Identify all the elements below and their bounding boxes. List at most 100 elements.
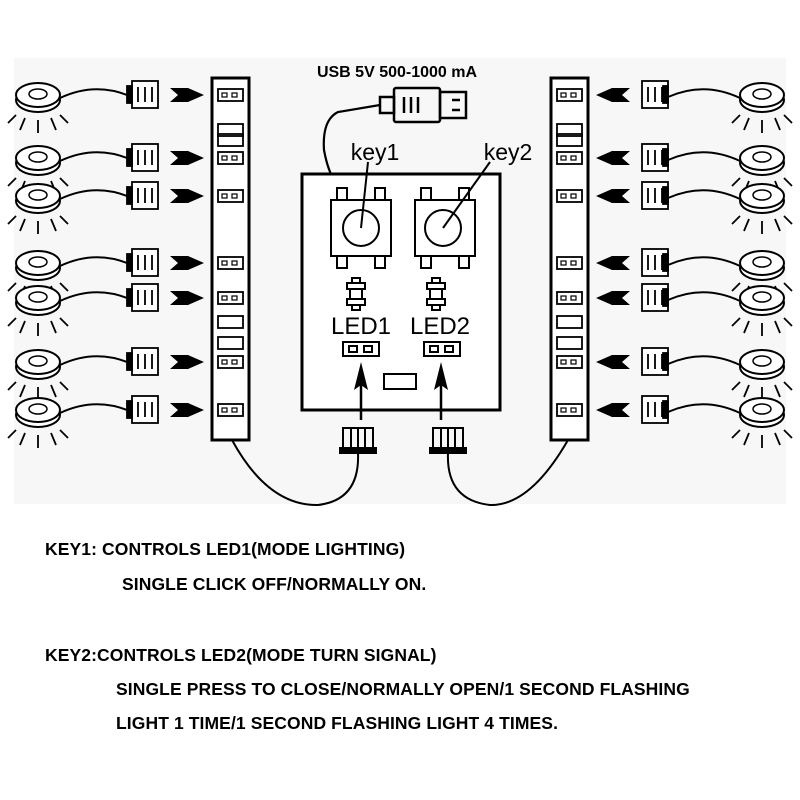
strip-pad bbox=[556, 151, 583, 165]
light-rays bbox=[731, 114, 793, 133]
lamp-row bbox=[7, 347, 204, 400]
light-rays bbox=[7, 429, 69, 448]
strip-pad bbox=[556, 291, 583, 305]
key1-description: KEY1: CONTROLS LED1(MODE LIGHTING) bbox=[45, 539, 406, 559]
direction-arrow bbox=[596, 151, 630, 165]
led1-label: LED1 bbox=[331, 313, 391, 340]
key1-button bbox=[330, 161, 392, 269]
connector-plug bbox=[641, 283, 669, 312]
lamp bbox=[15, 82, 61, 113]
strip-pad bbox=[217, 123, 244, 137]
chip-2 bbox=[426, 277, 446, 311]
lamp-row bbox=[596, 395, 793, 448]
strip-pad bbox=[217, 88, 244, 102]
chip-1 bbox=[346, 277, 366, 311]
lamp-cable bbox=[59, 189, 133, 200]
lamp bbox=[739, 145, 785, 176]
key2-behavior-line-1: SINGLE PRESS TO CLOSE/NORMALLY OPEN/1 SE… bbox=[116, 679, 690, 699]
key1-label: key1 bbox=[351, 139, 400, 165]
board-component bbox=[383, 373, 417, 390]
key2-description: KEY2:CONTROLS LED2(MODE TURN SIGNAL) bbox=[45, 645, 437, 665]
left-distribution-strip bbox=[7, 76, 251, 448]
light-rays bbox=[7, 215, 69, 234]
lamp-row bbox=[596, 181, 793, 234]
connector-plug bbox=[126, 347, 159, 376]
direction-arrow bbox=[596, 189, 630, 203]
lamp-cable bbox=[667, 256, 741, 267]
connector-plug bbox=[126, 80, 159, 109]
strip-pad bbox=[556, 336, 583, 350]
led1-port bbox=[342, 341, 380, 357]
lamp-row bbox=[7, 395, 204, 448]
direction-arrow bbox=[596, 403, 630, 417]
lamp-row bbox=[596, 283, 793, 336]
lamp bbox=[739, 82, 785, 113]
key2-behavior-line-2: LIGHT 1 TIME/1 SECOND FLASHING LIGHT 4 T… bbox=[116, 713, 559, 733]
light-rays bbox=[7, 114, 69, 133]
usb-plug bbox=[378, 86, 468, 124]
strip-pad bbox=[556, 256, 583, 270]
connector-plug bbox=[641, 143, 669, 172]
connector-plug bbox=[641, 80, 669, 109]
lamp-cable bbox=[667, 151, 741, 162]
connector-plug bbox=[641, 395, 669, 424]
right-strip-cable bbox=[446, 439, 569, 507]
strip-pad bbox=[556, 133, 583, 147]
lamp-cable bbox=[59, 355, 133, 366]
led2-label: LED2 bbox=[410, 313, 470, 340]
light-rays bbox=[7, 317, 69, 336]
lamp-cable bbox=[667, 291, 741, 302]
strip-pad bbox=[556, 189, 583, 203]
lamp bbox=[739, 397, 785, 428]
lamp bbox=[739, 183, 785, 214]
direction-arrow bbox=[170, 291, 204, 305]
lamp bbox=[15, 183, 61, 214]
strip-pad bbox=[217, 336, 244, 350]
right-distribution-strip bbox=[549, 76, 793, 448]
direction-arrow bbox=[170, 189, 204, 203]
connector-plug bbox=[126, 248, 159, 277]
wiring-diagram: USB 5V 500-1000 mA key1 key2 bbox=[7, 64, 793, 507]
left-strip-cable bbox=[231, 439, 360, 507]
direction-arrow bbox=[596, 256, 630, 270]
strip-pad bbox=[556, 123, 583, 137]
lamp-row bbox=[596, 248, 793, 301]
strip-pad bbox=[217, 355, 244, 369]
lamp-cable bbox=[667, 403, 741, 414]
lamp bbox=[15, 145, 61, 176]
lamp bbox=[15, 349, 61, 380]
direction-arrow bbox=[596, 355, 630, 369]
direction-arrow bbox=[596, 88, 630, 102]
connector-plug bbox=[641, 181, 669, 210]
lamp bbox=[15, 250, 61, 281]
lamp-cable bbox=[59, 88, 133, 99]
direction-arrow bbox=[170, 403, 204, 417]
lamp-row bbox=[596, 80, 793, 133]
strip-pad bbox=[556, 88, 583, 102]
strip-pad bbox=[556, 403, 583, 417]
strip-pad bbox=[217, 256, 244, 270]
connector-plug bbox=[126, 181, 159, 210]
connector-plug bbox=[641, 248, 669, 277]
led1-plug bbox=[339, 427, 377, 454]
strip-pad bbox=[217, 315, 244, 329]
lamp bbox=[15, 285, 61, 316]
lamp-row bbox=[7, 80, 204, 133]
strip-pad bbox=[217, 189, 244, 203]
strip-pad bbox=[556, 315, 583, 329]
strip-pad bbox=[217, 403, 244, 417]
lamp-cable bbox=[59, 151, 133, 162]
key2-label: key2 bbox=[484, 139, 533, 165]
direction-arrow bbox=[170, 151, 204, 165]
lamp-cable bbox=[59, 403, 133, 414]
lamp-row bbox=[7, 283, 204, 336]
light-rays bbox=[731, 317, 793, 336]
lamp-row bbox=[7, 181, 204, 234]
lamp bbox=[739, 250, 785, 281]
usb-label: USB 5V 500-1000 mA bbox=[317, 64, 478, 81]
led1-input-arrow bbox=[354, 362, 368, 420]
connector-plug bbox=[641, 347, 669, 376]
controller-board: key1 key2 LED1 LED2 bbox=[300, 139, 533, 420]
direction-arrow bbox=[596, 291, 630, 305]
lamp-cable bbox=[667, 189, 741, 200]
